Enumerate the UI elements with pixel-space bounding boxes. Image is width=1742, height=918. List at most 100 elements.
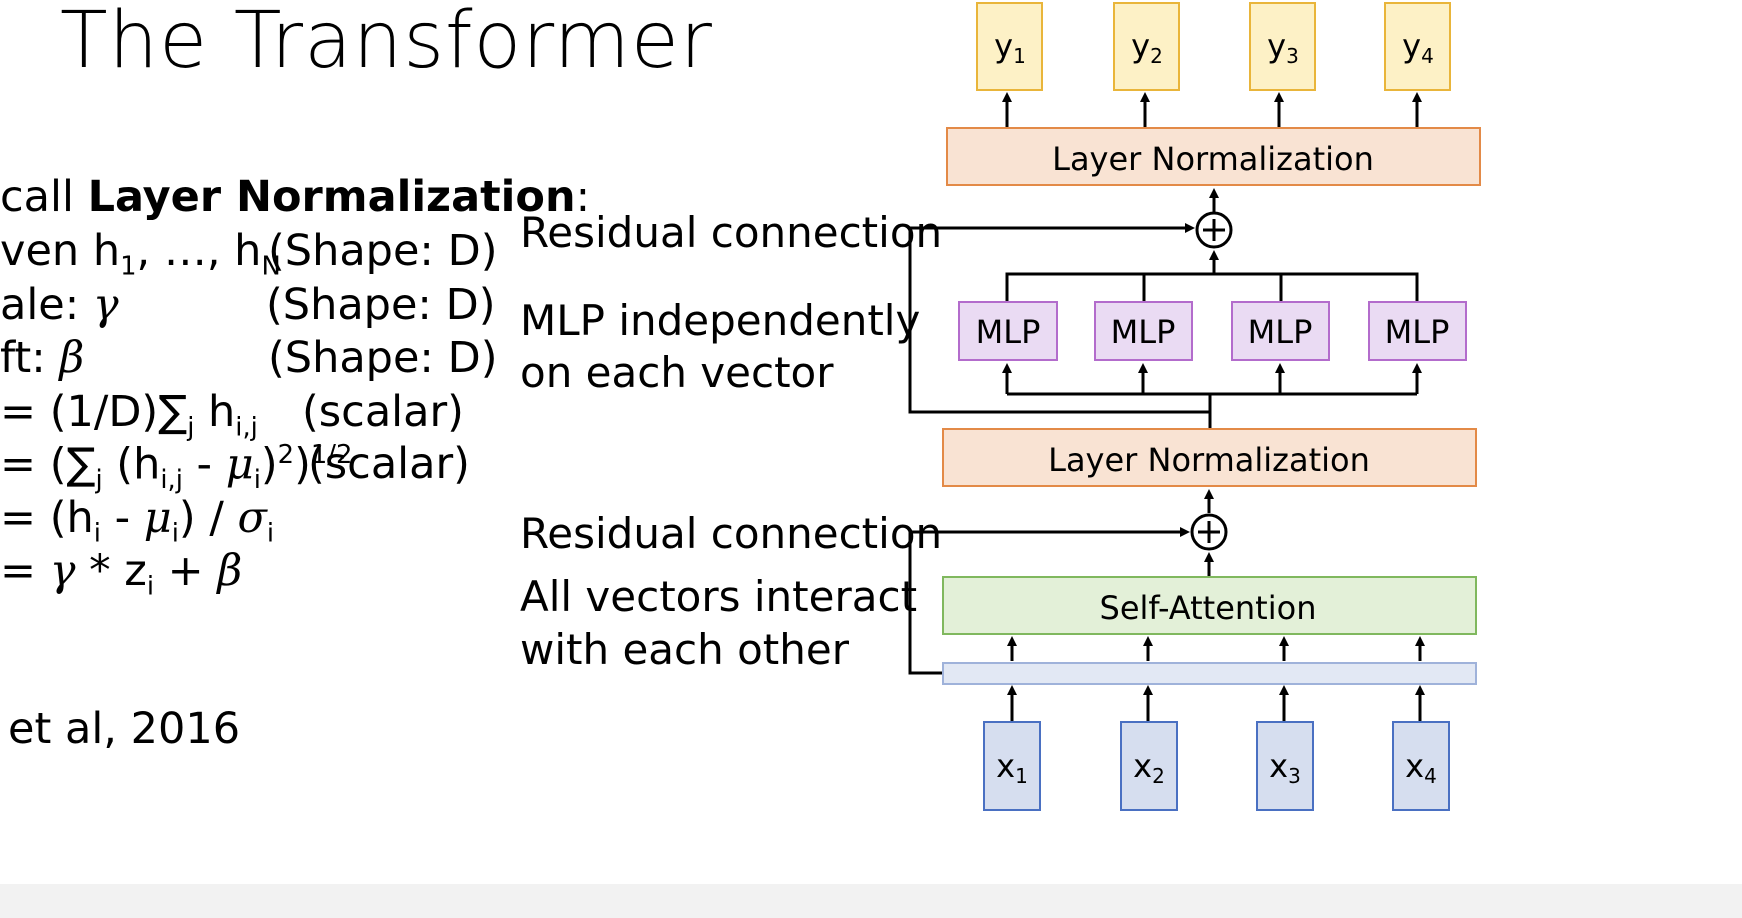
z-text: = (h — [0, 493, 94, 543]
mlp-label-3: MLP — [1248, 313, 1313, 351]
output-box-4 — [1384, 2, 1451, 91]
std-h: (h — [102, 439, 161, 490]
given-mid: , …, h — [136, 226, 262, 276]
shape-label-2: (Shape: D) — [266, 280, 496, 330]
std-sub-j: j — [95, 464, 103, 495]
scalar-label-1: (scalar) — [302, 387, 464, 437]
attn-label-line2: with each other — [520, 625, 849, 674]
output-box-3 — [1249, 2, 1316, 91]
std-minus: - — [182, 439, 226, 490]
mlp-box-4 — [1368, 301, 1467, 361]
embed-to-attn-arrows — [1007, 636, 1425, 661]
affine-beta: β — [217, 546, 243, 596]
std-sub-i: i — [253, 464, 261, 495]
given-sub-1: 1 — [120, 251, 137, 282]
output-label-4: y4 — [1402, 27, 1434, 68]
mean-sub-j: j — [187, 412, 195, 443]
attn-label-line1: All vectors interact — [520, 572, 918, 621]
mlp-box-2 — [1094, 301, 1193, 361]
normalize-line: = (hi - μi) / σi — [0, 497, 274, 547]
residual-path-bottom — [908, 527, 1190, 675]
residual-label-bottom: Residual connection — [520, 509, 943, 558]
affine-mid: * z — [75, 546, 147, 596]
z-sigma: σ — [237, 493, 267, 543]
output-box-1 — [976, 2, 1043, 91]
std-close: ) — [260, 439, 278, 490]
output-label-3: y3 — [1267, 27, 1299, 68]
std-mu: μ — [225, 439, 254, 490]
mlp-label-4: MLP — [1385, 313, 1450, 351]
affine-sub-i: i — [146, 571, 154, 602]
z-sub-i2: i — [171, 518, 179, 549]
layer-norm-bottom-label: Layer Normalization — [1048, 441, 1370, 479]
input-label-1: x1 — [996, 747, 1028, 788]
mean-h: h — [194, 387, 236, 437]
given-sub-n: N — [261, 251, 281, 282]
slide-title: The Transformer — [60, 0, 713, 86]
shift-text: ft: — [0, 333, 60, 383]
std-sup-2: 2 — [277, 440, 295, 470]
bottom-bar — [0, 884, 1742, 918]
std-sup-half: 1/2 — [310, 440, 353, 470]
z-div: ) / — [178, 493, 238, 543]
beta-symbol: β — [59, 333, 85, 383]
mlp-label-line1: MLP independently — [520, 296, 921, 345]
input-box-1 — [983, 721, 1041, 811]
mean-text: = (1/D)∑ — [0, 387, 188, 437]
layer-norm-bottom-box — [942, 428, 1477, 487]
recall-bold: Layer Normalization — [87, 172, 576, 222]
output-label-2: y2 — [1131, 27, 1163, 68]
input-box-2 — [1120, 721, 1178, 811]
affine-plus: + — [154, 546, 218, 596]
gamma-symbol: γ — [92, 280, 119, 330]
output-box-2 — [1113, 2, 1180, 91]
affine-eq: = — [0, 546, 50, 596]
z-sub-i: i — [93, 518, 101, 549]
z-mu: μ — [143, 493, 172, 543]
std-line: = (∑j (hi,j - μi)2)1/2 — [0, 440, 353, 495]
affine-line: = γ * zi + β — [0, 550, 242, 600]
mean-line: = (1/D)∑j hi,j — [0, 391, 258, 441]
mlp-boxes: MLP MLP MLP MLP — [958, 301, 1467, 361]
mlp-box-3 — [1231, 301, 1330, 361]
residual-path-top — [908, 223, 1210, 414]
input-box-3 — [1256, 721, 1314, 811]
output-boxes: y1 y2 y3 y4 — [976, 2, 1451, 91]
layer-norm-top-label: Layer Normalization — [1052, 140, 1374, 178]
std-close-2: ) — [294, 439, 311, 490]
shape-label-1: (Shape: D) — [268, 226, 498, 276]
mlp-label-2: MLP — [1111, 313, 1176, 351]
output-arrows — [1002, 92, 1422, 127]
std-text: = (∑ — [0, 439, 96, 490]
recall-line: call Layer Normalization: — [0, 176, 590, 219]
residual-add-top-icon — [1195, 211, 1233, 249]
layer-norm-top-box — [946, 127, 1481, 186]
input-boxes: x1 x2 x3 x4 — [983, 721, 1450, 811]
scale-line: ale: γ — [0, 284, 119, 327]
mlp-label-line2: on each vector — [520, 348, 834, 397]
scalar-label-2: (scalar) — [308, 439, 470, 489]
input-box-4 — [1392, 721, 1450, 811]
input-arrows — [1007, 685, 1425, 722]
mlp-box-1 — [958, 301, 1058, 361]
z-minus: - — [100, 493, 144, 543]
residual-label-top: Residual connection — [520, 208, 943, 257]
given-line: ven h1, …, hN — [0, 230, 281, 280]
affine-gamma: γ — [49, 546, 76, 596]
scale-text: ale: — [0, 280, 93, 330]
input-label-2: x2 — [1133, 747, 1165, 788]
mlp-output-merge — [1005, 250, 1419, 302]
shift-line: ft: β — [0, 337, 84, 380]
input-label-4: x4 — [1405, 747, 1437, 788]
mlp-label-1: MLP — [976, 313, 1041, 351]
recall-prefix: call — [0, 172, 88, 222]
citation: et al, 2016 — [8, 704, 241, 754]
input-sequence-strip — [942, 662, 1477, 685]
mlp-input-split — [1002, 363, 1422, 428]
self-attention-box — [942, 576, 1477, 635]
recall-suffix: : — [575, 172, 591, 222]
given-text: ven h — [0, 226, 121, 276]
output-label-1: y1 — [994, 27, 1026, 68]
input-label-3: x3 — [1269, 747, 1301, 788]
